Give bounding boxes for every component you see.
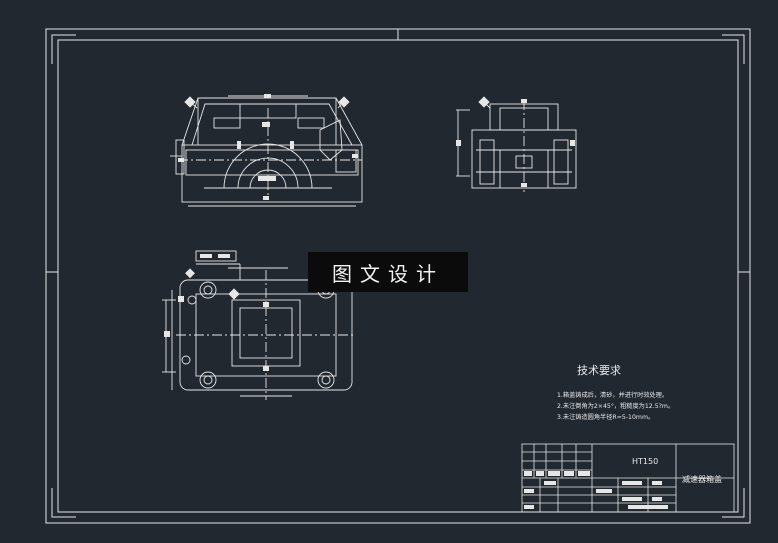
title-block-material: HT150: [632, 457, 659, 466]
watermark-text: 图文设计: [332, 261, 444, 286]
note-line-2: 2.未注倒角为2×45°，粗糙度为12.5?m。: [557, 403, 675, 410]
note-line-3: 3.未注铸造圆角半径R=5-10mm。: [557, 414, 655, 421]
notes-title: 技术要求: [577, 364, 621, 377]
front-view: [170, 95, 363, 207]
side-view: [456, 100, 577, 192]
title-block: [521, 443, 735, 513]
title-block-part-name: 减速器箱盖: [682, 475, 722, 484]
note-line-1: 1.箱盖铸成后，清砂，并进行时效处理。: [557, 392, 669, 399]
watermark-banner: 图文设计: [308, 252, 468, 292]
